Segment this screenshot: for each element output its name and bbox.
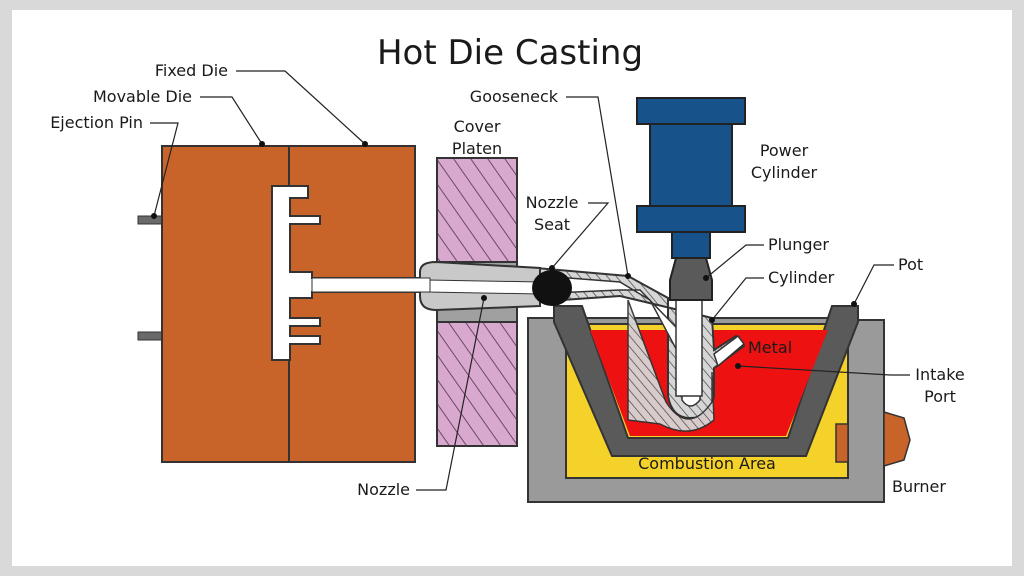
label-gooseneck: Gooseneck [470,87,559,106]
power-cylinder-bottom-flange [636,205,746,233]
plunger [669,257,713,301]
power-cylinder-rod [671,231,711,259]
label-cover: Cover [454,117,501,136]
label-power-cylinder-line1: Power [760,141,809,160]
label-burner: Burner [892,477,946,496]
hot-die-casting-diagram: Hot Die Casting Fixed Die Movab [50,33,965,503]
diagram-frame: Hot Die Casting Fixed Die Movab [12,10,1012,566]
label-plunger: Plunger [768,235,829,254]
label-nozzle-seat-line2: Seat [534,215,570,234]
intake-port [713,334,746,368]
label-fixed-die: Fixed Die [155,61,228,80]
label-platen: Platen [452,139,502,158]
burner-mount [835,423,849,463]
burner [883,410,911,468]
label-intake-line2: Port [924,387,956,406]
fixed-die [288,145,416,463]
movable-die [161,145,290,463]
label-nozzle-seat-line1: Nozzle [526,193,579,212]
power-cylinder-top-flange [636,97,746,125]
label-intake-line1: Intake [915,365,964,384]
nozzle-bore [427,279,541,295]
label-cylinder: Cylinder [768,268,835,287]
label-ejection-pin: Ejection Pin [50,113,143,132]
power-cylinder-body [649,123,733,207]
label-pot: Pot [898,255,923,274]
diagram-title: Hot Die Casting [377,33,643,73]
label-power-cylinder-line2: Cylinder [751,163,818,182]
label-movable-die: Movable Die [93,87,192,106]
nozzle-seat [532,270,572,306]
gooseneck-bulb [627,299,715,432]
label-combustion-area: Combustion Area [638,454,776,473]
pot-wall [553,305,859,457]
label-metal: Metal [748,338,792,357]
label-nozzle: Nozzle [357,480,410,499]
plunger-channel [675,299,703,397]
die-sprue [311,277,431,293]
